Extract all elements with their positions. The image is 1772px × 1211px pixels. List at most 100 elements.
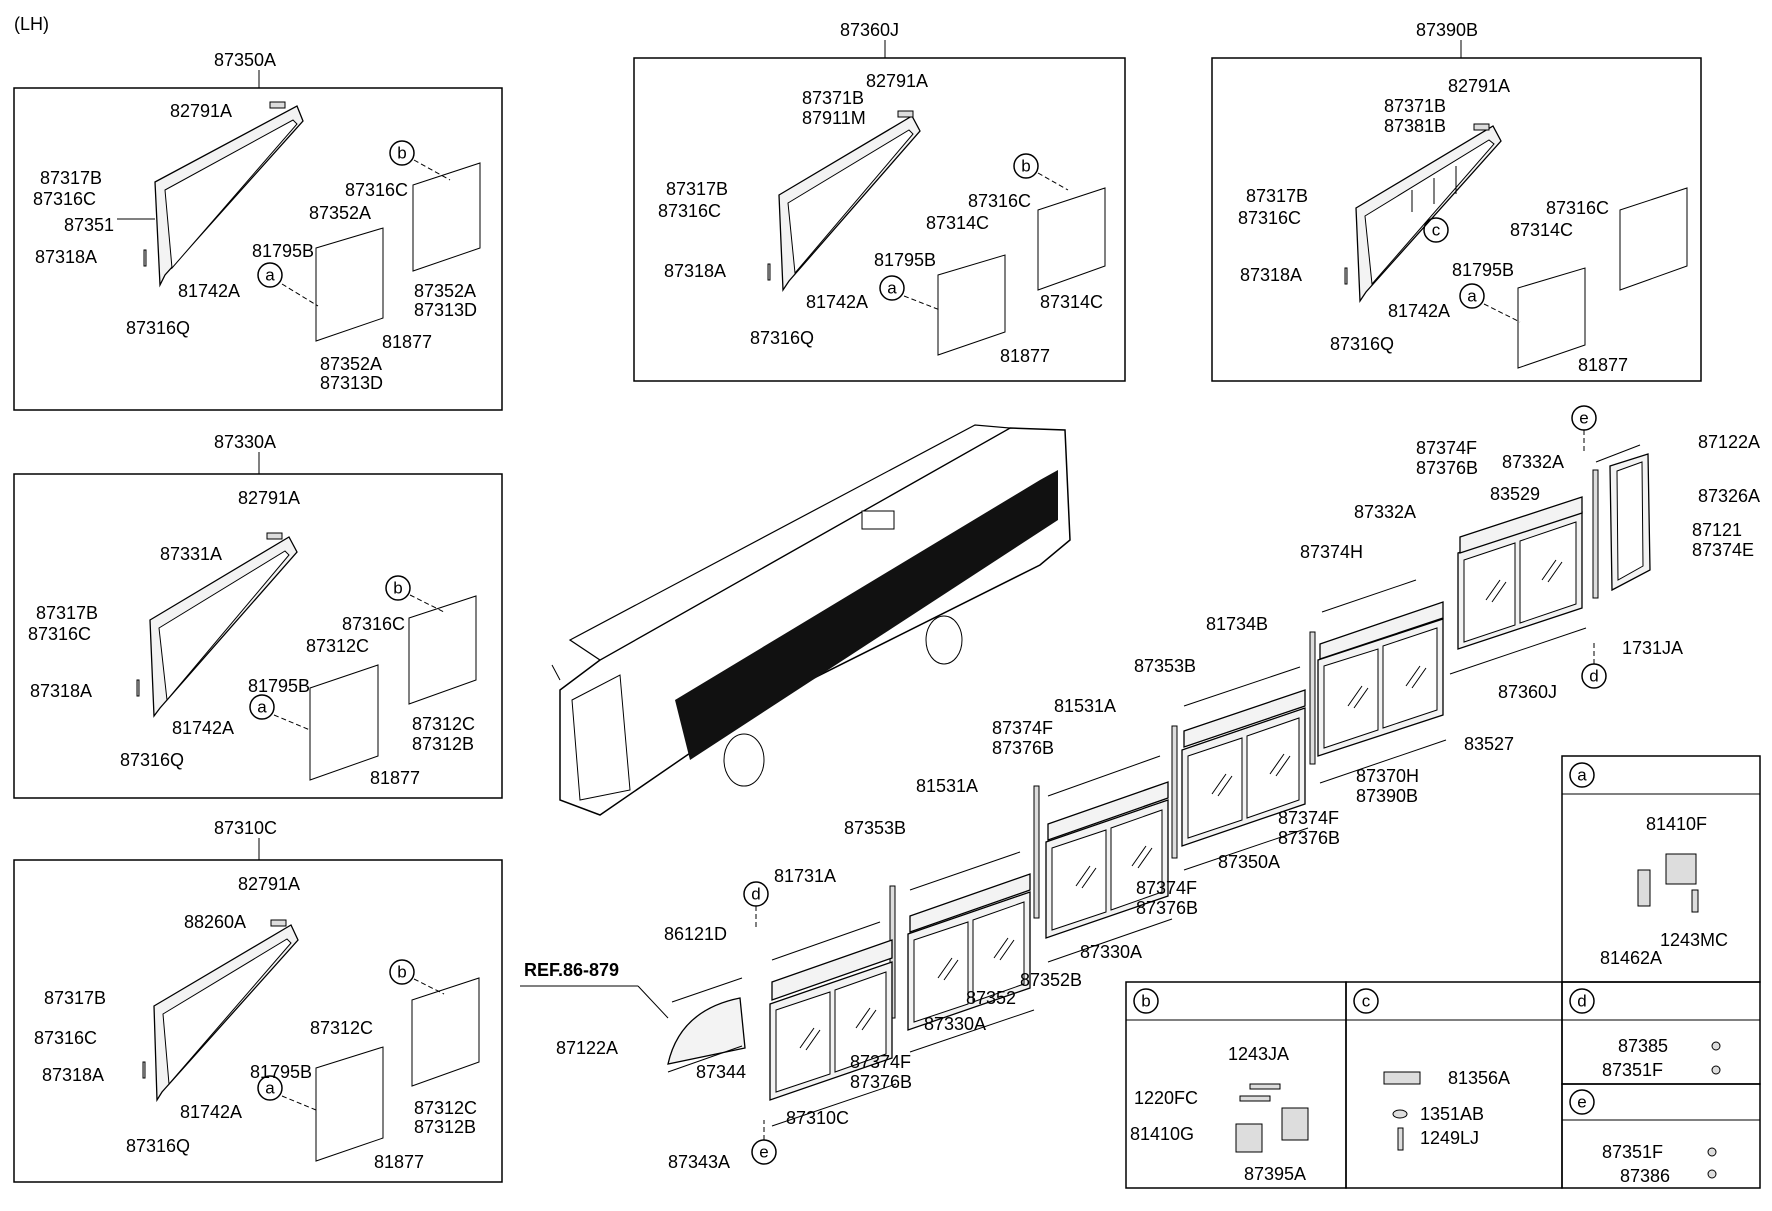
label-87316Q: 87316Q	[750, 328, 814, 348]
label-87343A: 87343A	[668, 1152, 730, 1172]
label-87371B: 87371B	[1384, 96, 1446, 116]
svg-text:d: d	[751, 885, 760, 904]
label-1220FC: 1220FC	[1134, 1088, 1198, 1108]
screw-1243MC	[1691, 889, 1699, 913]
box1-title: 87350A	[214, 50, 276, 70]
label-1243JA: 1243JA	[1228, 1044, 1289, 1064]
label-87352A-a: 87352A	[309, 203, 371, 223]
label-87122A-top: 87122A	[1698, 432, 1760, 452]
label-81742A: 81742A	[806, 292, 868, 312]
label-87316Q: 87316Q	[126, 318, 190, 338]
svg-text:b: b	[397, 144, 406, 163]
label-87351: 87351	[64, 215, 114, 235]
bus-window-band	[675, 470, 1058, 760]
ref-label: REF.86-879	[524, 960, 619, 980]
svg-text:e: e	[1577, 1093, 1586, 1112]
label-87350A: 87350A	[1218, 852, 1280, 872]
label-81410G: 81410G	[1130, 1124, 1194, 1144]
label-87326A: 87326A	[1698, 486, 1760, 506]
svg-text:b: b	[1141, 992, 1150, 1011]
detail-b-circle: b	[1133, 988, 1159, 1014]
box-87310C: 87310C 82791A 88260A 87317B 87316C 87318…	[13, 818, 503, 1183]
label-87313D-c: 87313D	[320, 373, 383, 393]
hinge-81410G	[1235, 1123, 1263, 1153]
label-1731JA: 1731JA	[1622, 638, 1683, 658]
label-87331A: 87331A	[160, 544, 222, 564]
label-83529: 83529	[1490, 484, 1540, 504]
label-87317B: 87317B	[40, 168, 102, 188]
label-1249LJ: 1249LJ	[1420, 1128, 1479, 1148]
bracket-81356A	[1383, 1071, 1421, 1085]
callout-a: a	[249, 694, 275, 720]
label-81877: 81877	[382, 332, 432, 352]
label-87376B-2: 87376B	[992, 738, 1054, 758]
svg-text:b: b	[393, 579, 402, 598]
label-87318A: 87318A	[30, 681, 92, 701]
glass-pane-rear	[408, 595, 477, 705]
detail-a-circle: a	[1569, 762, 1595, 788]
label-87360J: 87360J	[1498, 682, 1557, 702]
screw-1243JA	[1249, 1083, 1281, 1090]
upper-panel-81531A-b	[909, 873, 1031, 933]
detail-e: e 87351F 87386	[1561, 1083, 1761, 1189]
label-87316C-right: 87316C	[342, 614, 405, 634]
detail-d: d 87385 87351F	[1561, 981, 1761, 1085]
label-87316Q: 87316Q	[126, 1136, 190, 1156]
box-87350A: 87350A 82791A 87317B 87316C 87351 87318A…	[13, 50, 503, 411]
box4-title: 87330A	[214, 432, 276, 452]
label-81795B: 81795B	[252, 241, 314, 261]
label-87318A: 87318A	[1240, 265, 1302, 285]
svg-text:a: a	[887, 279, 897, 298]
callout-a: a	[257, 1075, 283, 1101]
svg-text:c: c	[1432, 221, 1441, 240]
hinge-87395A	[1281, 1107, 1309, 1141]
label-87330A-1: 87330A	[1080, 942, 1142, 962]
label-87316C-right: 87316C	[1546, 198, 1609, 218]
upper-panel-81531A	[1047, 781, 1169, 841]
label-87317B: 87317B	[666, 179, 728, 199]
label-87318A: 87318A	[664, 261, 726, 281]
svg-text:a: a	[257, 698, 267, 717]
svg-text:b: b	[1021, 157, 1030, 176]
upper-panel-87332A-b	[1319, 601, 1444, 660]
side-label: (LH)	[14, 14, 49, 34]
label-87371B: 87371B	[802, 88, 864, 108]
label-87314C-a: 87314C	[926, 213, 989, 233]
svg-text:a: a	[265, 1079, 275, 1098]
callout-a: a	[879, 275, 905, 301]
svg-text:a: a	[1577, 766, 1587, 785]
callout-c: c	[1423, 217, 1449, 243]
washer-1351AB	[1392, 1109, 1408, 1119]
label-87381B: 87381B	[1384, 116, 1446, 136]
exploded-window-assembly: 87122A 87326A 87121 87374E 1731JA 87374F…	[520, 405, 1760, 1172]
label-81531A-2: 81531A	[916, 776, 978, 796]
label-87352B: 87352B	[1020, 970, 1082, 990]
label-87344: 87344	[696, 1062, 746, 1082]
label-87351F: 87351F	[1602, 1142, 1663, 1162]
label-87376B-4: 87376B	[1136, 898, 1198, 918]
label-87316C-left: 87316C	[33, 189, 96, 209]
label-87376B-5: 87376B	[850, 1072, 912, 1092]
label-87352A-c: 87352A	[320, 354, 382, 374]
label-87121: 87121	[1692, 520, 1742, 540]
bracket-81462A	[1637, 869, 1651, 907]
glass-pane-front	[1517, 267, 1586, 369]
svg-text:b: b	[397, 963, 406, 982]
label-87374F-2: 87374F	[992, 718, 1053, 738]
callout-e-bottom: e	[751, 1139, 777, 1165]
label-87310C: 87310C	[786, 1108, 849, 1128]
callout-b: b	[389, 959, 415, 985]
box-87360J: 87360J 82791A 87371B 87911M 87317B 87316…	[633, 20, 1126, 382]
label-87353B-1: 87353B	[1134, 656, 1196, 676]
callout-b: b	[389, 140, 415, 166]
seal-87318A	[767, 263, 771, 281]
label-87374E: 87374E	[1692, 540, 1754, 560]
label-83527: 83527	[1464, 734, 1514, 754]
label-87312C-a: 87312C	[310, 1018, 373, 1038]
label-87332A-2: 87332A	[1354, 502, 1416, 522]
callout-e-top: e	[1571, 405, 1597, 431]
seal-82791A	[266, 532, 283, 540]
label-87385: 87385	[1618, 1036, 1668, 1056]
svg-text:e: e	[759, 1143, 768, 1162]
glass-pane-rear	[412, 162, 481, 272]
